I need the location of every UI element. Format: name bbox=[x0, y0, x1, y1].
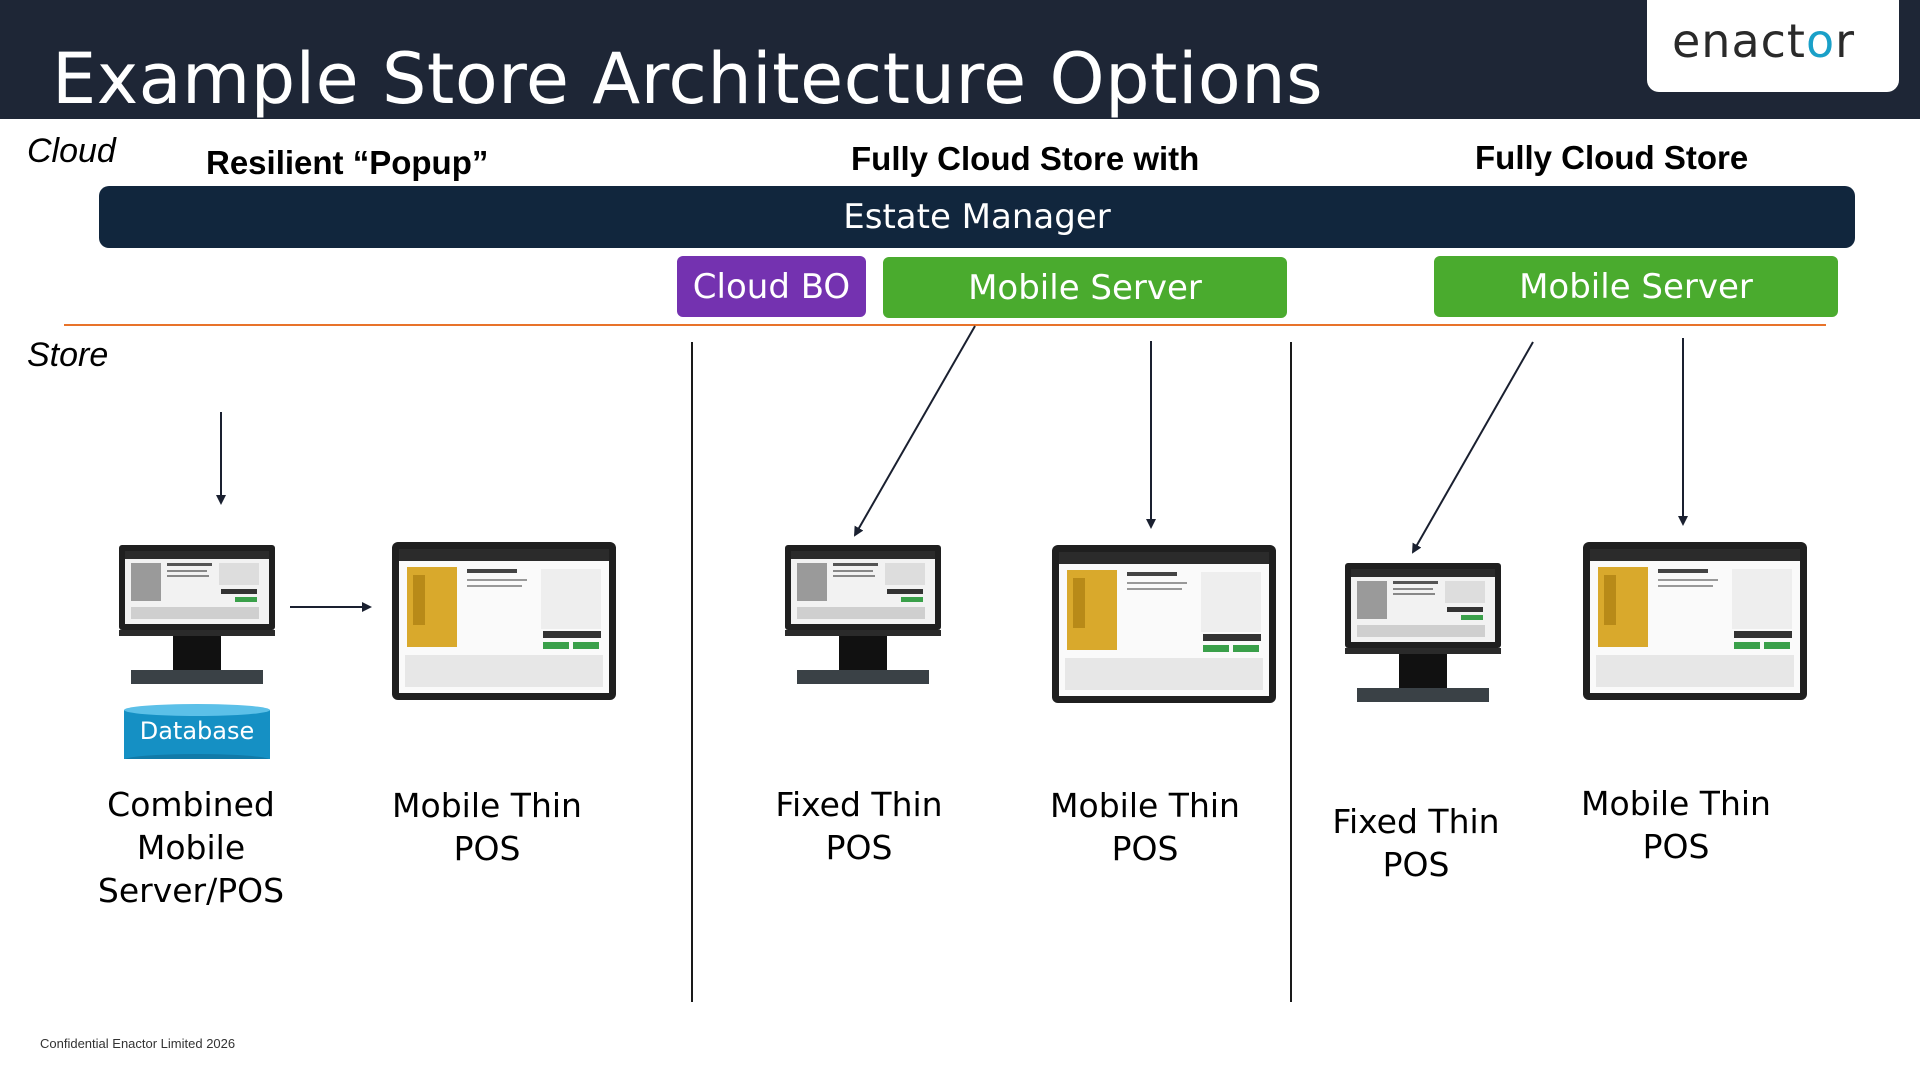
caption-line: Fixed Thin bbox=[1332, 802, 1500, 841]
caption-line: POS bbox=[453, 829, 521, 868]
fixed-pos-terminal-icon bbox=[1345, 563, 1501, 702]
caption-line: POS bbox=[1382, 845, 1450, 884]
caption-line: Mobile Thin bbox=[1581, 784, 1771, 823]
mobile-pos-tablet-icon bbox=[1052, 545, 1276, 703]
caption-line: POS bbox=[1642, 827, 1710, 866]
store-zone-label: Store bbox=[27, 336, 109, 374]
caption-mobile-pos-2: Mobile Thin POS bbox=[1014, 784, 1276, 870]
caption-mobile-pos-3: Mobile Thin POS bbox=[1545, 782, 1807, 868]
caption-line: Mobile Thin bbox=[392, 786, 582, 825]
device-mobile-pos-3 bbox=[1582, 541, 1808, 706]
caption-line: POS bbox=[1111, 829, 1179, 868]
caption-combined-pos: Combined Mobile Server/POS bbox=[60, 783, 322, 912]
caption-line: Mobile Thin bbox=[1050, 786, 1240, 825]
logo-text: enactor bbox=[1672, 14, 1855, 68]
caption-fixed-pos-middle: Fixed Thin POS bbox=[728, 783, 990, 869]
page-title: Example Store Architecture Options bbox=[52, 38, 1324, 120]
logo-accent-glyph: o bbox=[1805, 14, 1836, 68]
device-fixed-pos-right bbox=[1343, 561, 1503, 708]
heading-fully-cloud-store: Fully Cloud Store bbox=[1475, 139, 1749, 176]
device-fixed-pos-middle bbox=[783, 543, 943, 690]
caption-line: Mobile bbox=[136, 828, 246, 867]
caption-line: Server/POS bbox=[97, 871, 285, 910]
caption-line: Fixed Thin bbox=[775, 785, 943, 824]
database-label: Database bbox=[139, 717, 255, 745]
mobile-server-box-right: Mobile Server bbox=[1434, 256, 1838, 317]
device-combined-pos bbox=[117, 543, 277, 690]
heading-fully-cloud-store-with: Fully Cloud Store with bbox=[851, 140, 1200, 177]
logo-main: enact bbox=[1672, 14, 1806, 68]
fixed-pos-terminal-icon bbox=[119, 545, 275, 684]
estate-manager-box: Estate Manager bbox=[99, 186, 1855, 248]
device-mobile-pos-1 bbox=[391, 541, 617, 706]
arrow-server-to-fixed-middle bbox=[854, 325, 976, 537]
heading-resilient-popup: Resilient “Popup” bbox=[206, 144, 489, 181]
mobile-pos-tablet-icon bbox=[392, 542, 616, 700]
caption-mobile-pos-1: Mobile Thin POS bbox=[356, 784, 618, 870]
device-mobile-pos-2 bbox=[1051, 544, 1277, 709]
arrow-server-to-fixed-right bbox=[1412, 341, 1534, 554]
cloud-bo-box: Cloud BO bbox=[677, 256, 866, 317]
mobile-pos-tablet-icon bbox=[1583, 542, 1807, 700]
caption-fixed-pos-right: Fixed Thin POS bbox=[1285, 800, 1547, 886]
caption-line: Combined bbox=[107, 785, 275, 824]
cloud-zone-label: Cloud bbox=[27, 132, 116, 170]
mobile-server-box-middle: Mobile Server bbox=[883, 257, 1287, 318]
logo-tail: r bbox=[1835, 14, 1856, 68]
footer-confidential: Confidential Enactor Limited 2026 bbox=[40, 1036, 236, 1051]
caption-line: POS bbox=[825, 828, 893, 867]
fixed-pos-terminal-icon bbox=[785, 545, 941, 684]
title-bar bbox=[0, 0, 1920, 119]
database-icon bbox=[124, 704, 270, 759]
logo bbox=[1647, 0, 1899, 92]
